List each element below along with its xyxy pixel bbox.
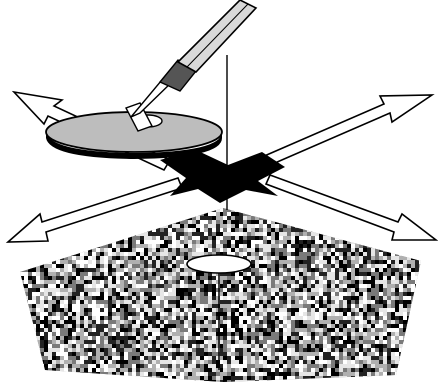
field-center-cross (160, 150, 285, 203)
buried-target-outline (186, 254, 252, 274)
arrow-lower-left-icon (5, 177, 184, 243)
ground-block (20, 208, 421, 382)
metal-detector-icon (45, 0, 258, 159)
search-coil-edge (46, 132, 222, 159)
arrow-lower-right-icon (264, 173, 438, 241)
coil-bracket (125, 102, 153, 132)
arrow-upper-right-icon (260, 94, 435, 168)
